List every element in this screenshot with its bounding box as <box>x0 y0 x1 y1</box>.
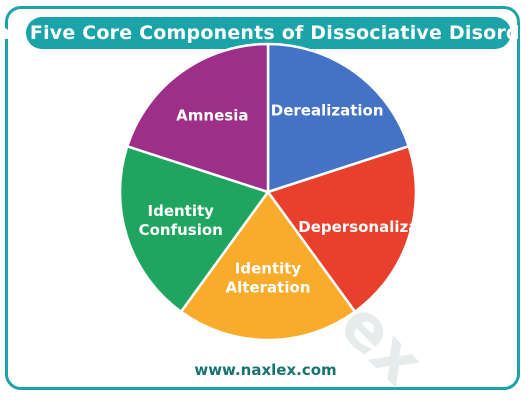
segment-label-4: Amnesia <box>176 106 248 124</box>
segment-label-line: Identity <box>148 202 215 220</box>
segment-label-line: Confusion <box>139 221 223 239</box>
diagram-title: The Five Core Components of Dissociative… <box>0 22 531 44</box>
pie-segment-3 <box>118 145 270 313</box>
segment-label-line: Amnesia <box>176 106 248 124</box>
pie-segment-4 <box>125 42 270 194</box>
pie-segment-2 <box>179 190 357 342</box>
segment-label-line: Derealization <box>271 102 384 120</box>
segment-label-0: Derealization <box>271 102 384 120</box>
segment-label-line: Depersonalization <box>298 218 451 236</box>
segment-label-1: Depersonalization <box>298 218 451 236</box>
segment-label-line: Identity <box>235 259 302 277</box>
footer-url[interactable]: www.naxlex.com <box>194 361 337 379</box>
pie-segment-0 <box>266 42 411 194</box>
segment-label-line: Alteration <box>226 278 311 296</box>
pie-segment-1 <box>266 145 418 313</box>
